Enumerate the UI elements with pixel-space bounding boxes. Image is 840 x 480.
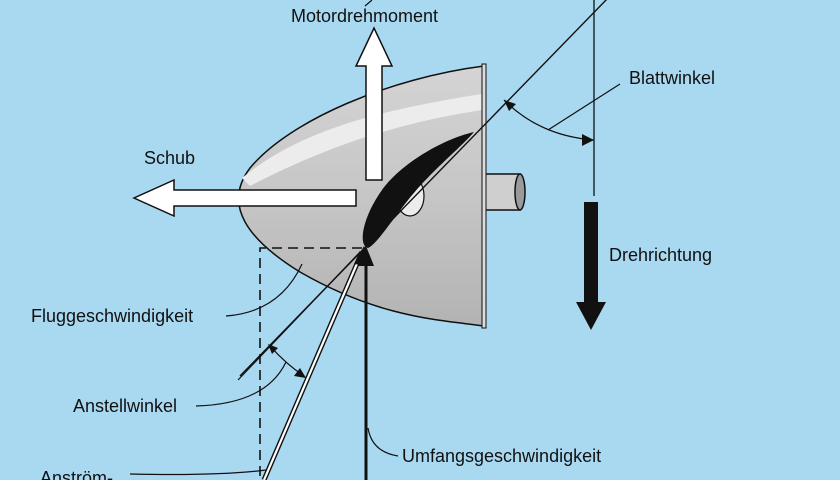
spinner-hub — [237, 65, 485, 327]
anstellwinkel-arrowhead-2 — [294, 368, 306, 378]
blattwinkel-arrowhead-1 — [504, 100, 516, 111]
blattwinkel-arrowhead-2 — [582, 134, 594, 146]
propeller-shaft — [481, 173, 526, 211]
label-drehrichtung: Drehrichtung — [609, 245, 712, 265]
label-blattwinkel: Blattwinkel — [629, 68, 715, 88]
anstroem-leader — [129, 469, 267, 476]
label-motordrehmoment: Motordrehmoment — [291, 6, 438, 26]
fluggeschwindigkeit-leader — [225, 263, 303, 317]
secondary-line — [237, 251, 361, 381]
schub-arrow — [132, 178, 357, 218]
blattwinkel-leader — [547, 83, 621, 131]
label-umfangsgeschwindigkeit: Umfangsgeschwindigkeit — [402, 446, 601, 466]
blade-airfoil — [362, 132, 474, 248]
label-schub: Schub — [144, 148, 195, 168]
fluggeschwindigkeit-dashed-line — [259, 247, 362, 480]
motordrehmoment-leader — [364, 0, 373, 7]
motordrehmoment-arrow — [354, 26, 394, 181]
anstroem-arrowhead — [354, 246, 368, 266]
label-fluggeschwindigkeit: Fluggeschwindigkeit — [31, 306, 193, 326]
spinner-face — [481, 63, 487, 329]
drehrichtung-arrow — [576, 202, 606, 330]
label-anstroem: Anström- — [40, 468, 113, 480]
anstellwinkel-leader — [195, 361, 287, 407]
blattwinkel-arc — [503, 99, 595, 141]
anstroem-arrow-inner — [262, 251, 364, 480]
anstellwinkel-arrowhead-1 — [268, 344, 278, 354]
label-anstellwinkel: Anstellwinkel — [73, 396, 177, 416]
spinner-highlight — [242, 94, 482, 186]
umfangsgeschwindigkeit-leader — [367, 427, 399, 457]
